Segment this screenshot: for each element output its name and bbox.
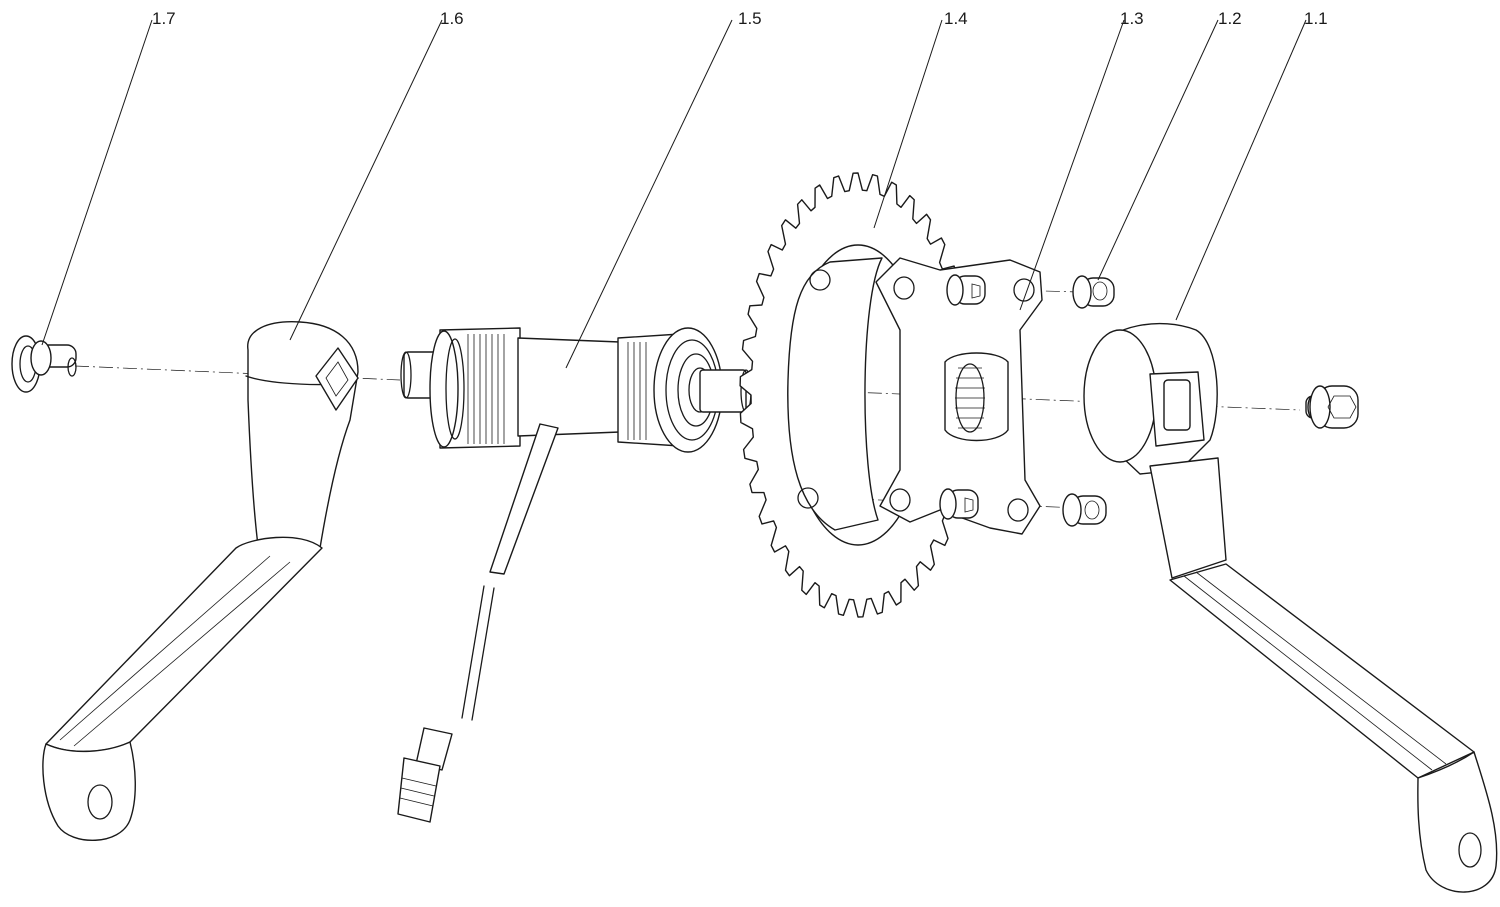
right-crank-bolt	[1305, 385, 1359, 429]
part-1-2-chainring-bolts	[939, 274, 1115, 527]
nut-upper	[1072, 275, 1115, 309]
part-1-5-bottom-bracket	[397, 327, 752, 823]
thread-rings	[467, 334, 505, 444]
part-1-3-spider	[875, 257, 1043, 535]
callout-1-7: 1.7	[152, 9, 176, 28]
callout-labels: 1.7 1.6 1.5 1.4 1.3 1.2 1.1	[152, 9, 1328, 28]
leader-lines	[41, 19, 1307, 369]
bolt-lower-front	[939, 488, 979, 520]
callout-1-5: 1.5	[738, 9, 762, 28]
spline-teeth	[955, 367, 985, 429]
callout-1-1: 1.1	[1304, 9, 1328, 28]
lockring-threads	[627, 342, 647, 440]
nut-lower	[1062, 493, 1107, 527]
callout-1-4: 1.4	[944, 9, 968, 28]
part-1-1-right-crank-arm	[1083, 322, 1498, 893]
callout-1-3: 1.3	[1120, 9, 1144, 28]
part-1-7-crank-bolt	[11, 335, 77, 393]
bolt-upper-front	[946, 274, 986, 306]
callout-1-2: 1.2	[1218, 9, 1242, 28]
part-1-6-left-crank-arm	[42, 321, 359, 842]
callout-1-6: 1.6	[440, 9, 464, 28]
